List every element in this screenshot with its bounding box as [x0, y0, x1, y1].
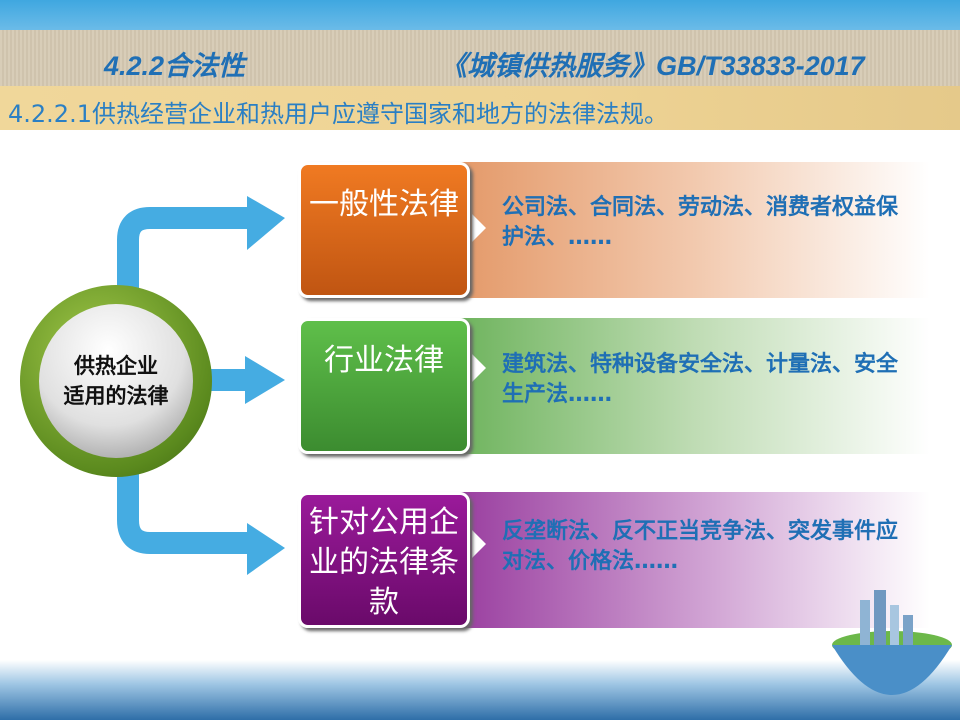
desc-bar-public	[460, 492, 930, 628]
standard-title: 《城镇供热服务》GB/T33833-2017	[440, 51, 865, 81]
center-line1: 供热企业	[74, 353, 158, 378]
chevron-right-icon	[472, 530, 486, 558]
city-globe-icon	[832, 590, 952, 695]
subtitle-band	[0, 86, 960, 130]
center-line2: 适用的法律	[63, 383, 169, 408]
desc-bar-general	[460, 162, 930, 298]
industry-law-desc: 建筑法、特种设备安全法、计量法、安全生产法……	[502, 352, 899, 407]
top-banner	[0, 0, 960, 30]
arrow-head-icon	[247, 523, 285, 575]
clause-text: 4.2.2.1供热经营企业和热用户应遵守国家和地方的法律法规。	[8, 100, 668, 128]
bottom-wave-decor	[0, 660, 960, 720]
public-law-desc: 反垄断法、反不正当竞争法、突发事件应对法、价格法……	[502, 519, 899, 574]
general-law-desc: 公司法、合同法、劳动法、消费者权益保护法、……	[502, 195, 899, 250]
center-circle: 供热企业适用的法律	[20, 285, 212, 477]
category-industry-law: 行业法律	[298, 318, 470, 454]
desc-bar-industry	[460, 318, 930, 454]
arrow-head-icon	[247, 196, 285, 250]
chevron-right-icon	[472, 354, 486, 382]
arrow-head-icon	[245, 356, 285, 404]
category-public-utility-law: 针对公用企业的法律条款	[298, 492, 470, 628]
title-band	[0, 30, 960, 86]
chevron-right-icon	[472, 214, 486, 242]
category-general-law: 一般性法律	[298, 162, 470, 298]
section-title: 4.2.2合法性	[104, 51, 246, 81]
